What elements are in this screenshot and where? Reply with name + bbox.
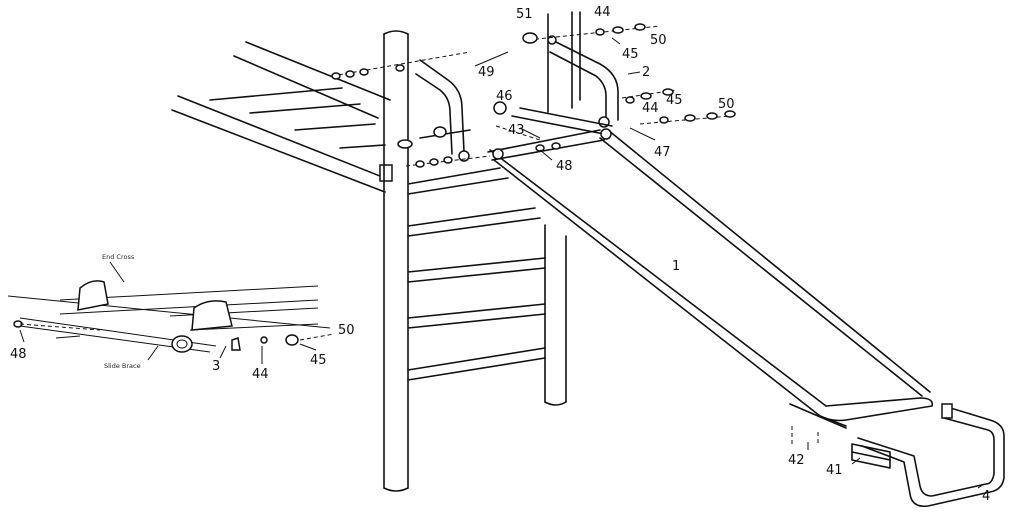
callout-44-top: 44 (594, 5, 611, 20)
callout-48-main: 48 (556, 159, 573, 174)
callout-labels: 51 44 50 45 49 2 46 44 45 50 43 47 48 1 … (10, 5, 990, 504)
callout-44-inset: 44 (252, 367, 269, 382)
slide-bed (489, 128, 934, 429)
ladder-rungs (407, 167, 546, 381)
inset-end-cross-label: End Cross (102, 253, 135, 261)
top-brace (487, 107, 613, 161)
callout-45-top: 45 (622, 47, 639, 62)
vertical-post (383, 30, 409, 492)
background-posts (547, 11, 581, 113)
callout-50-top: 50 (650, 33, 667, 48)
callout-49: 49 (478, 65, 495, 80)
callout-3: 3 (212, 359, 220, 374)
callout-43: 43 (508, 123, 525, 138)
hardware-leaders (331, 25, 819, 446)
callout-4: 4 (982, 489, 990, 504)
callout-2: 2 (642, 65, 650, 80)
bracket-41 (851, 443, 891, 469)
callout-48-inset: 48 (10, 347, 27, 362)
exit-leg (857, 403, 1005, 508)
callout-1: 1 (672, 259, 680, 274)
hardware-nuts (331, 23, 736, 168)
platform-deck (171, 41, 471, 193)
callout-leaders (474, 37, 985, 489)
callout-44-mid: 44 (642, 101, 659, 116)
callout-47: 47 (654, 145, 671, 160)
callout-51: 51 (516, 7, 533, 22)
rear-leg (544, 224, 567, 406)
callout-45-mid: 45 (666, 93, 683, 108)
inset-slide-brace-label: Slide Brace (104, 362, 141, 370)
inset-detail (7, 261, 335, 364)
callout-45-inset: 45 (310, 353, 327, 368)
callout-42: 42 (788, 453, 805, 468)
callout-41: 41 (826, 463, 843, 478)
callout-50-mid: 50 (718, 97, 735, 112)
callout-50-inset: 50 (338, 323, 355, 338)
callout-46: 46 (496, 89, 513, 104)
hand-rail-left (415, 59, 470, 162)
hand-rail-right (547, 35, 619, 128)
